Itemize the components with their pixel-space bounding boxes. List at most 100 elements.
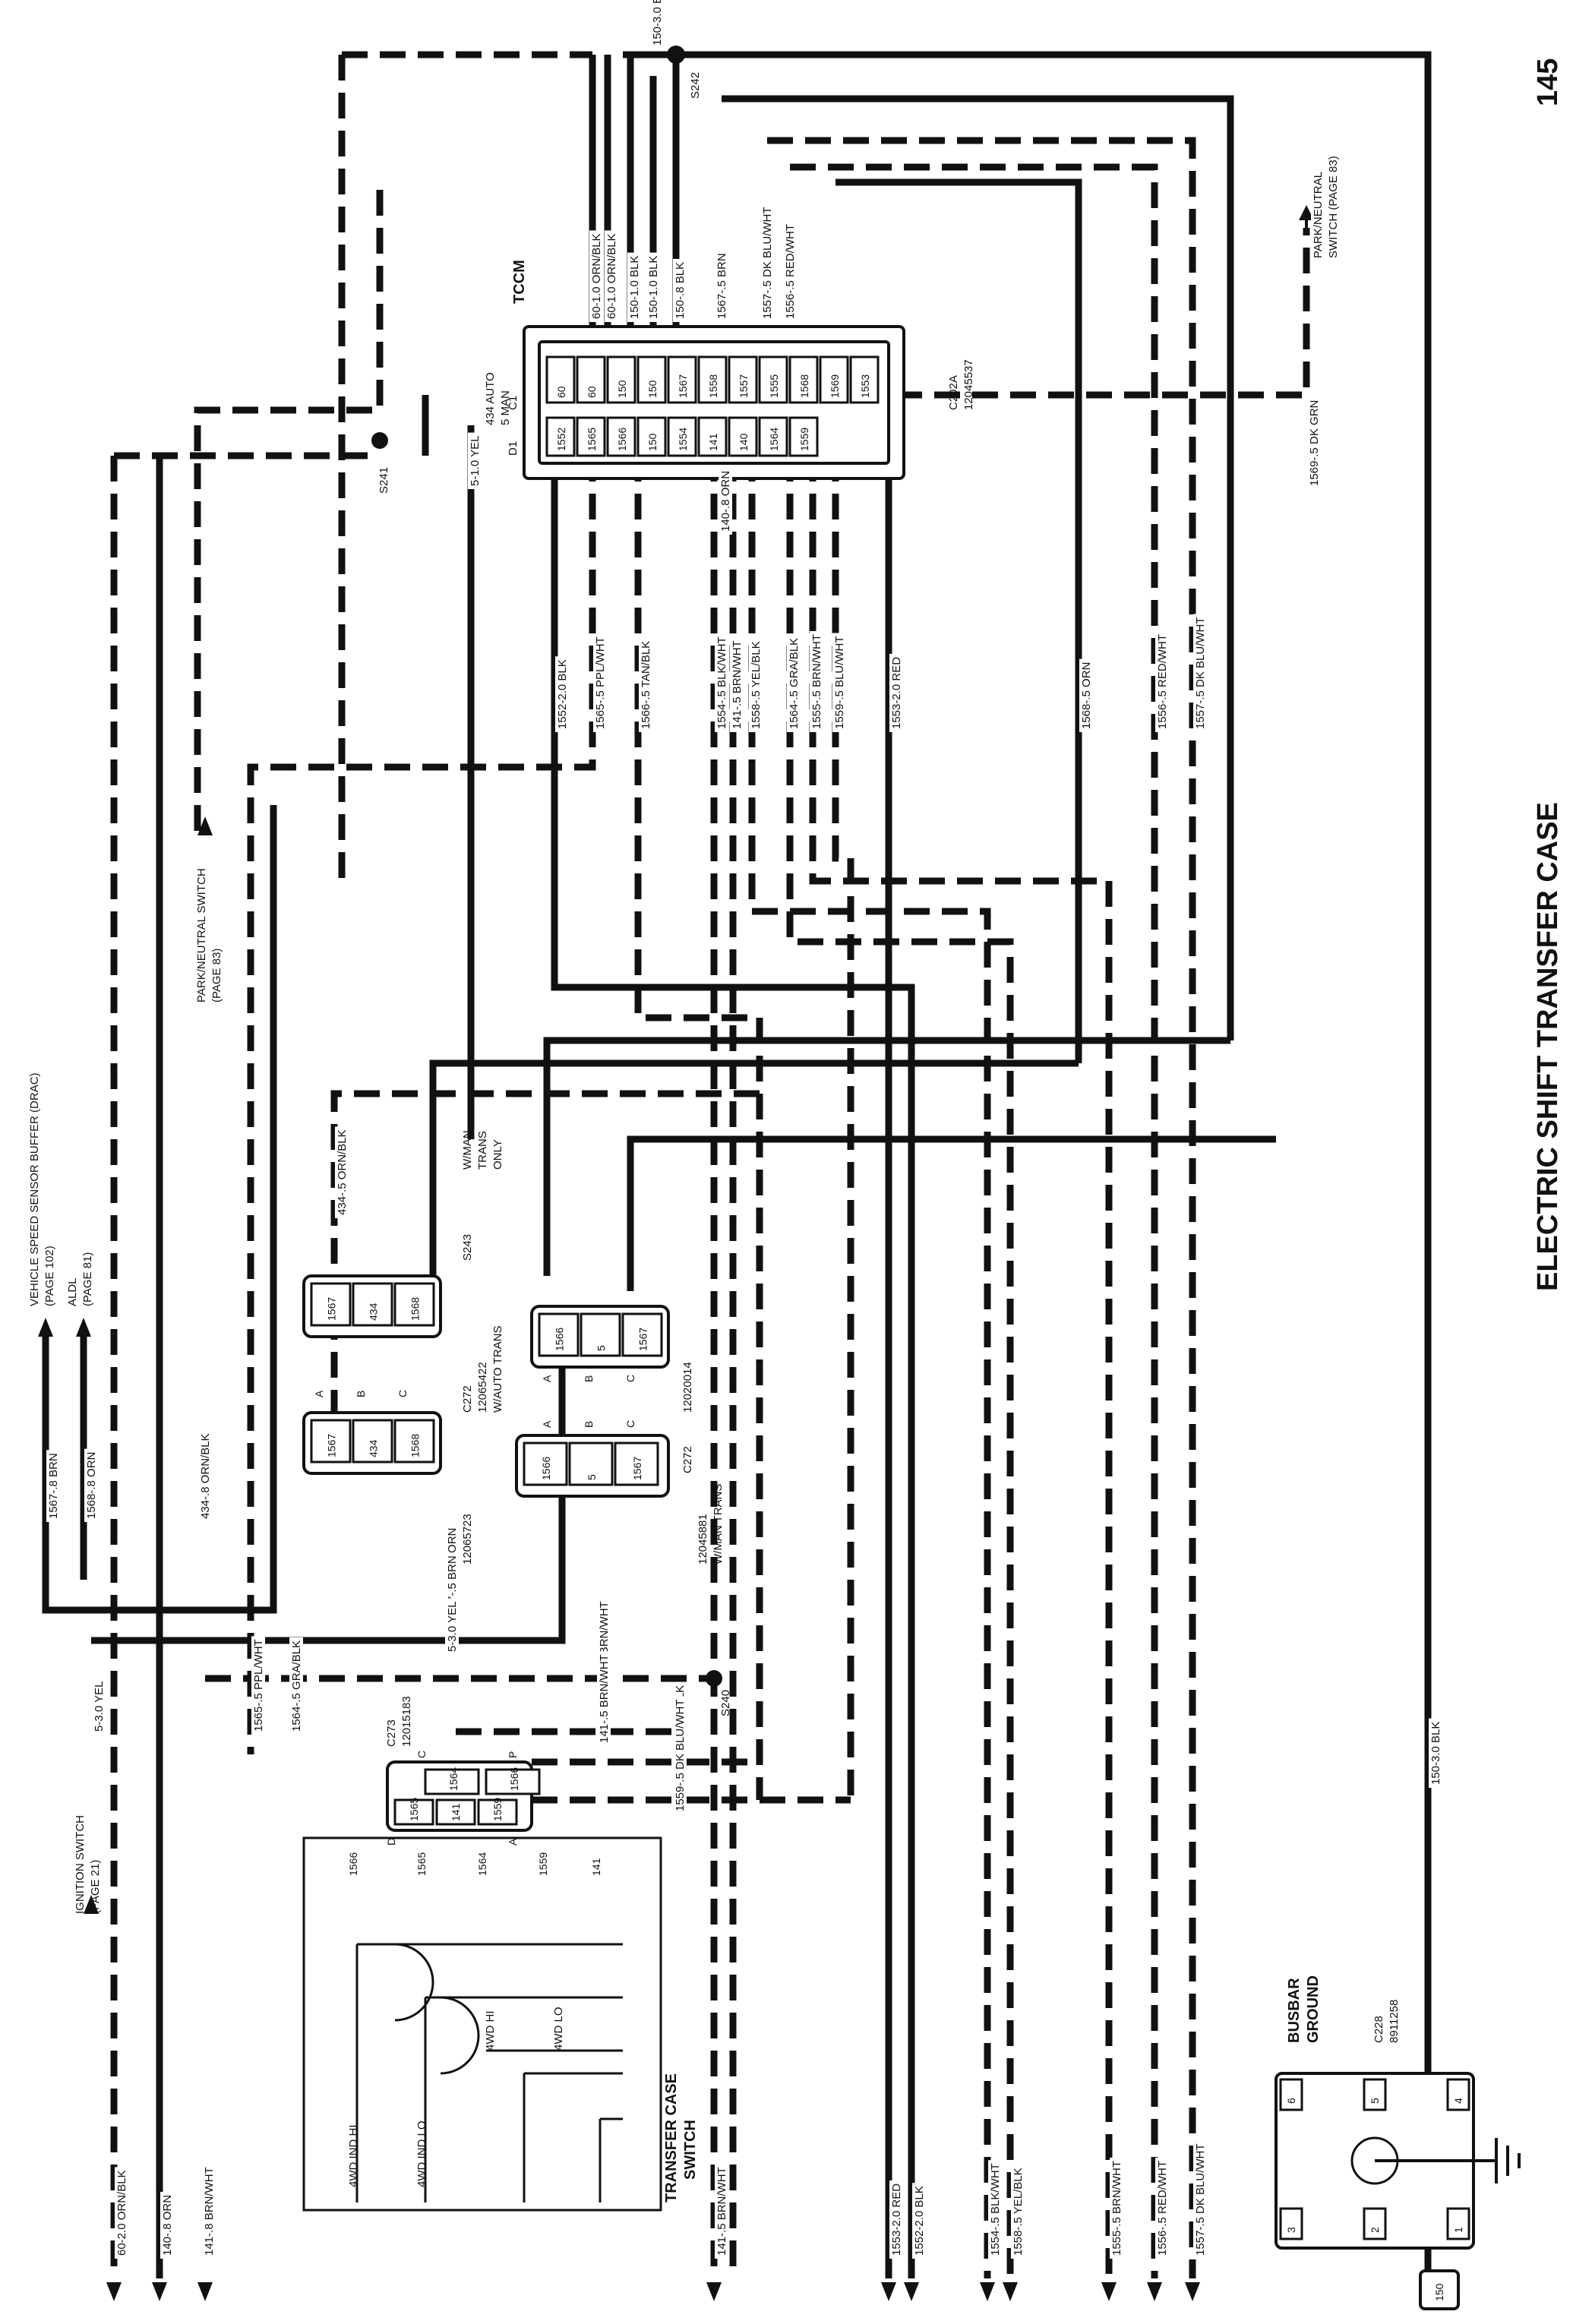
wire-label-w-150-3-blk-b: 150-3.0 BLK	[1429, 1722, 1442, 1785]
wire-arrow	[1003, 2282, 1018, 2301]
pin-number: 140	[738, 433, 750, 451]
pin-number: 150	[616, 380, 628, 398]
wire-60-left	[338, 51, 592, 889]
pin-number: 434	[368, 1303, 380, 1321]
wire-label-w-60-orn-blk-1: 60-1.0 ORN/BLK	[590, 233, 603, 319]
label-backing	[1110, 2157, 1123, 2259]
pin-cell	[728, 416, 758, 457]
sw-4wd-lo: 4WD LO	[552, 2007, 565, 2051]
pin-letter: A	[507, 1838, 519, 1846]
switch-wire-number: 1565	[415, 1852, 428, 1876]
pin-letter: A	[541, 1420, 553, 1428]
pin-number: 1568	[409, 1297, 422, 1321]
pin-cell	[636, 355, 667, 404]
pin-cell	[352, 1282, 393, 1327]
wire-1557	[767, 137, 1196, 2278]
pin-letter: C	[396, 1390, 409, 1397]
label-backing	[889, 653, 903, 732]
pin-number: 1564	[447, 1767, 460, 1791]
c272-auto-part2: 12065723	[461, 1514, 474, 1565]
splice-s241-dot	[371, 432, 388, 449]
busbar-terminal-number: 4	[1452, 2098, 1464, 2104]
pin-letter: B	[355, 1391, 367, 1397]
pin-cell	[788, 416, 819, 457]
wire-label-w-1557m: 1557-.5 DK BLU/WHT	[1194, 617, 1207, 729]
wire-label-b-141-8: 141-.8 BRN/WHT	[203, 2167, 216, 2256]
auto-label: 434 AUTO	[484, 372, 497, 425]
pin-cell	[485, 1768, 541, 1795]
pin-cell	[477, 1798, 518, 1826]
pin-letter: B	[583, 1421, 595, 1428]
pin-cell	[697, 416, 728, 457]
label-backing	[832, 633, 846, 732]
label-backing	[1079, 658, 1093, 732]
c272-auto-label: C272	[461, 1385, 474, 1413]
wire-label-b-141-5: 141-.5 BRN/WHT	[715, 2167, 728, 2256]
ground-label: GROUND	[1305, 1975, 1322, 2043]
pin-number: 1564	[768, 428, 780, 451]
pin-number: 1567	[677, 374, 689, 398]
pin-number: 1557	[738, 374, 750, 398]
label-backing	[555, 656, 569, 732]
label-backing	[646, 252, 660, 322]
wire-label-w-1565-ppl: 1565-.5 PPL/WHT	[252, 1639, 265, 1732]
label-backing	[988, 2160, 1002, 2259]
wire-s241	[194, 190, 384, 835]
c228-pin: 150	[1433, 2283, 1445, 2301]
c272-auto-part: 12065422	[476, 1362, 489, 1413]
switch-wire-number: 1559	[537, 1852, 549, 1876]
busbar-terminal	[1446, 2078, 1470, 2111]
wire-arrow	[152, 2282, 167, 2301]
pin-number: 1567	[637, 1328, 649, 1351]
pin-number: 141	[707, 433, 719, 451]
wire-label-w-434-8: 434-.8 ORN/BLK	[199, 1433, 212, 1519]
label-backing	[81, 1249, 94, 1309]
pin-cell	[580, 1312, 621, 1357]
pin-cell	[545, 416, 576, 457]
label-backing	[1307, 396, 1321, 489]
wire-label-b-1557: 1557-.5 DK BLU/WHT	[1194, 2143, 1207, 2256]
wire-arrow	[84, 1895, 99, 1914]
s243-note2: TRANS	[476, 1131, 489, 1170]
label-backing	[673, 258, 687, 322]
label-backing	[198, 1430, 212, 1522]
label-backing	[210, 945, 223, 1006]
c273-part: 12015183	[400, 1696, 413, 1747]
pin-cell	[352, 1419, 393, 1464]
busbar-terminal	[1363, 2078, 1387, 2111]
wire-label-w-150-blk-1: 150-1.0 BLK	[628, 256, 641, 319]
pin-letter: D	[385, 1838, 397, 1846]
wire-label-vssb-1: VEHICLE SPEED SENSOR BUFFER (DRAC)	[28, 1072, 41, 1306]
label-backing	[84, 1448, 98, 1522]
sw-4wd-hi: 4WD HI	[484, 2011, 497, 2051]
pin-number: 5	[586, 1474, 598, 1480]
pin-cell	[636, 416, 667, 457]
pin-cell	[435, 1798, 476, 1826]
switch-label: SWITCH	[682, 2120, 699, 2180]
wire-label-park-neutral-2: SWITCH (PAGE 83)	[1327, 156, 1340, 258]
pin-number: 150	[646, 433, 659, 451]
pin-cell	[728, 355, 758, 404]
pin-number: 150	[646, 380, 659, 398]
label-backing	[593, 633, 607, 732]
wire-label-w-1565: 1565-.5 PPL/WHT	[594, 636, 607, 729]
label-backing	[335, 1126, 349, 1218]
wire-label-w-1557: 1557-.5 DK BLU/WHT	[761, 207, 774, 319]
label-backing	[251, 1636, 265, 1735]
s243-note3: ONLY	[491, 1139, 504, 1170]
busbar-terminal-number: 6	[1285, 2098, 1297, 2104]
label-backing	[589, 230, 603, 322]
wire-label-w-1559: 1559-.5 BLU/WHT	[833, 636, 846, 729]
pin-number: 1559	[798, 428, 810, 451]
wire-label-ign-1: IGNITION SWITCH	[74, 1815, 87, 1914]
pin-number: 141	[450, 1803, 462, 1821]
pin-cell	[568, 1441, 614, 1486]
wire-label-aldl-1: ALDL	[66, 1277, 79, 1306]
wire-150-top	[623, 51, 1432, 1770]
c273-label: C273	[385, 1719, 398, 1747]
pin-number: 1554	[677, 428, 689, 451]
label-backing	[73, 1812, 87, 1917]
